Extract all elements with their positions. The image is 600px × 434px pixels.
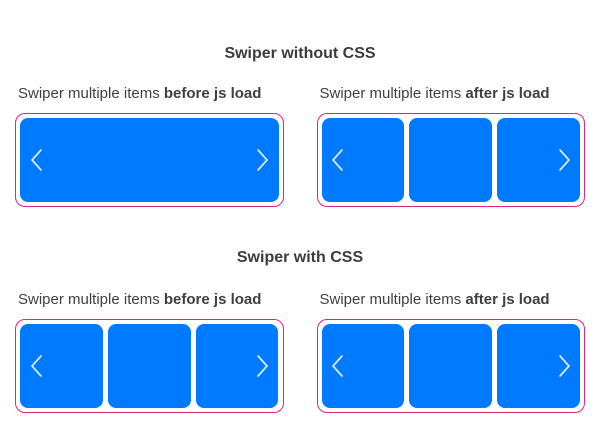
swiper-slide[interactable] [409,324,493,408]
carousel-label-bold: before js load [163,291,262,308]
swiper-wrapper [321,324,581,408]
swiper-prev-button[interactable] [329,352,347,380]
swiper-container-with-css-after-js[interactable] [316,319,585,413]
carousel-label-regular: Swiper multiple items [319,85,466,102]
swiper-prev-button[interactable] [27,146,45,174]
swiper-slide[interactable] [195,324,279,408]
swiper-next-button[interactable] [254,146,272,174]
section-heading-without-css: Swiper without CSS [224,45,376,62]
carousel-label: Swiper multiple items after js load [317,84,586,103]
swiper-slide[interactable] [20,324,103,408]
swiper-slide[interactable] [409,118,493,202]
swiper-slide[interactable] [20,118,279,202]
swiper-prev-button[interactable] [329,146,347,174]
chevron-left-icon [331,148,344,172]
page: Swiper without CSS Swiper multiple items… [15,45,585,413]
swiper-next-button[interactable] [254,352,272,380]
swiper-container-without-css-before-js[interactable] [15,113,284,207]
swiper-slide[interactable] [497,324,580,408]
swiper-next-button[interactable] [555,146,573,174]
chevron-left-icon [30,354,43,378]
swiper-slide[interactable] [497,118,580,202]
carousel-label-bold: after js load [465,85,550,102]
carousel-label-regular: Swiper multiple items [18,85,164,102]
column-without-css-before-js: Swiper multiple items before js load [15,84,284,207]
column-with-css-before-js: Swiper multiple items before js load [15,290,284,413]
swiper-container-without-css-after-js[interactable] [316,113,585,207]
carousel-label: Swiper multiple items before js load [15,84,284,103]
chevron-right-icon [558,354,571,378]
swiper-prev-button[interactable] [27,352,45,380]
swiper-slide[interactable] [321,118,405,202]
carousel-label-bold: before js load [163,85,262,102]
swiper-wrapper [20,118,279,202]
swiper-slide[interactable] [321,324,405,408]
column-without-css-after-js: Swiper multiple items after js load [316,84,586,207]
chevron-left-icon [30,148,43,172]
carousel-label-regular: Swiper multiple items [319,291,466,308]
carousel-label: Swiper multiple items before js load [15,290,284,309]
carousel-label-regular: Swiper multiple items [18,291,164,308]
swiper-slide[interactable] [107,324,191,408]
column-with-css-after-js: Swiper multiple items after js load [316,290,586,413]
carousel-row-1: Swiper multiple items before js load Swi… [15,84,585,207]
chevron-right-icon [256,354,269,378]
chevron-right-icon [558,148,571,172]
carousel-label: Swiper multiple items after js load [317,290,586,309]
swiper-wrapper [321,118,581,202]
swiper-next-button[interactable] [555,352,573,380]
chevron-right-icon [256,148,269,172]
carousel-row-2: Swiper multiple items before js load Swi… [15,290,585,413]
chevron-left-icon [331,354,344,378]
carousel-label-bold: after js load [465,291,550,308]
swiper-wrapper [20,324,279,408]
section-heading-with-css: Swiper with CSS [236,249,364,266]
swiper-container-with-css-before-js[interactable] [15,319,284,413]
